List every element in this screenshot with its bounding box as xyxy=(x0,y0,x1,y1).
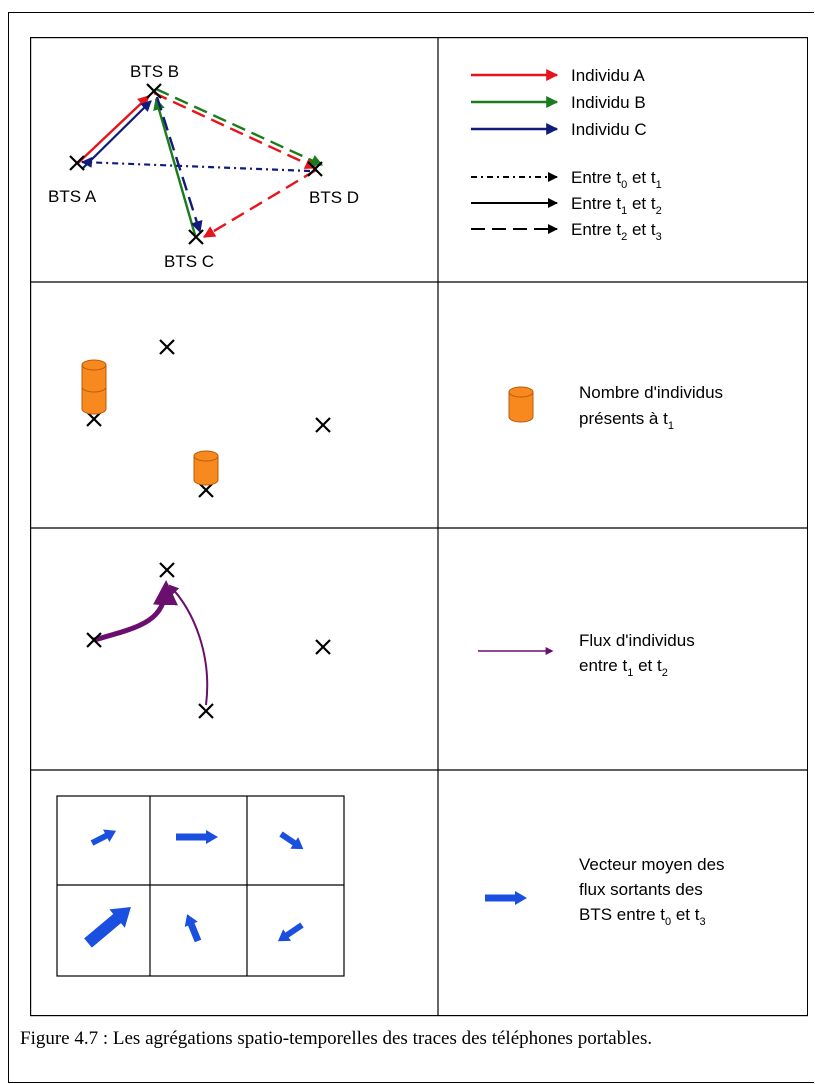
green-arrow-b-to-d xyxy=(155,87,324,167)
cross xyxy=(86,411,102,427)
figure-caption: Figure 4.7 : Les agrégations spatio-temp… xyxy=(20,1028,653,1049)
cross xyxy=(198,703,214,719)
red-arrow-b-to-d xyxy=(153,91,318,170)
bts-d-cross xyxy=(307,161,323,177)
vector-arrow xyxy=(176,830,218,844)
blue-arrow-b-to-c xyxy=(155,96,203,234)
bts-d-label: BTS D xyxy=(309,188,359,207)
cross xyxy=(159,562,175,578)
figure-grid: BTS A BTS B BTS C BTS D Individu A Indiv… xyxy=(30,37,808,1017)
bts-c-cross xyxy=(188,229,204,245)
table-lines xyxy=(30,37,808,1017)
red-arrow-a-to-b xyxy=(77,95,150,164)
panel-2-counts xyxy=(81,339,331,498)
blue-arrow-a-to-b xyxy=(81,100,152,170)
legend-individu-c: Individu C xyxy=(571,120,647,139)
legend-count-line1: Nombre d'individus xyxy=(579,383,723,402)
vector-arrow xyxy=(90,829,117,846)
bts-a-label: BTS A xyxy=(48,187,97,206)
legend-vector-line3: BTS entre t0 et t3 xyxy=(579,905,706,928)
cylinder-stack-small xyxy=(193,450,219,486)
legend-vector-arrow xyxy=(485,891,527,905)
legend-entre-t0-t1: Entre t0 et t1 xyxy=(571,168,662,191)
bts-b-label: BTS B xyxy=(130,62,179,81)
legend-flux-line2: entre t1 et t2 xyxy=(579,656,668,679)
legend-entre-t2-t3: Entre t2 et t3 xyxy=(571,220,662,243)
panel-1-network: BTS A BTS B BTS C BTS D xyxy=(48,62,359,271)
red-arrow-d-to-c xyxy=(202,168,317,239)
figure-frame xyxy=(8,12,814,1083)
panel-4-vector-grid xyxy=(56,795,345,977)
panel-3-legend: Flux d'individus entre t1 et t2 xyxy=(478,631,695,679)
vector-arrow xyxy=(184,914,202,943)
legend-vector-line2: flux sortants des xyxy=(579,880,703,899)
vector-arrow xyxy=(84,907,131,948)
legend-flux-line1: Flux d'individus xyxy=(579,631,695,650)
panel-3-flows xyxy=(86,562,331,719)
flux-thick-a-to-b xyxy=(93,580,178,643)
vector-arrow xyxy=(279,831,304,850)
bts-c-label: BTS C xyxy=(164,252,214,271)
panel-1-legend: Individu A Individu B Individu C Entre t… xyxy=(471,66,662,243)
vector-arrow xyxy=(277,922,304,942)
cross xyxy=(198,482,214,498)
flux-thin-c-to-b xyxy=(168,584,209,706)
cross xyxy=(315,639,331,655)
legend-individu-b: Individu B xyxy=(571,93,646,112)
bts-a-cross xyxy=(69,155,85,171)
bts-b-cross xyxy=(146,83,162,99)
legend-cylinder-icon xyxy=(508,386,534,423)
green-arrow-c-to-b xyxy=(153,97,197,236)
legend-individu-a: Individu A xyxy=(571,66,645,85)
legend-vector-line1: Vecteur moyen des xyxy=(579,855,725,874)
panel-4-legend: Vecteur moyen des flux sortants des BTS … xyxy=(485,855,725,928)
legend-entre-t1-t2: Entre t1 et t2 xyxy=(571,194,662,217)
cross xyxy=(315,417,331,433)
cross xyxy=(86,632,102,648)
panel-2-legend: Nombre d'individus présents à t1 xyxy=(508,383,723,432)
blue-arrow-d-to-a xyxy=(80,156,311,173)
cylinder-stack-large xyxy=(81,359,107,415)
legend-count-line2: présents à t1 xyxy=(579,409,674,432)
cross xyxy=(159,339,175,355)
